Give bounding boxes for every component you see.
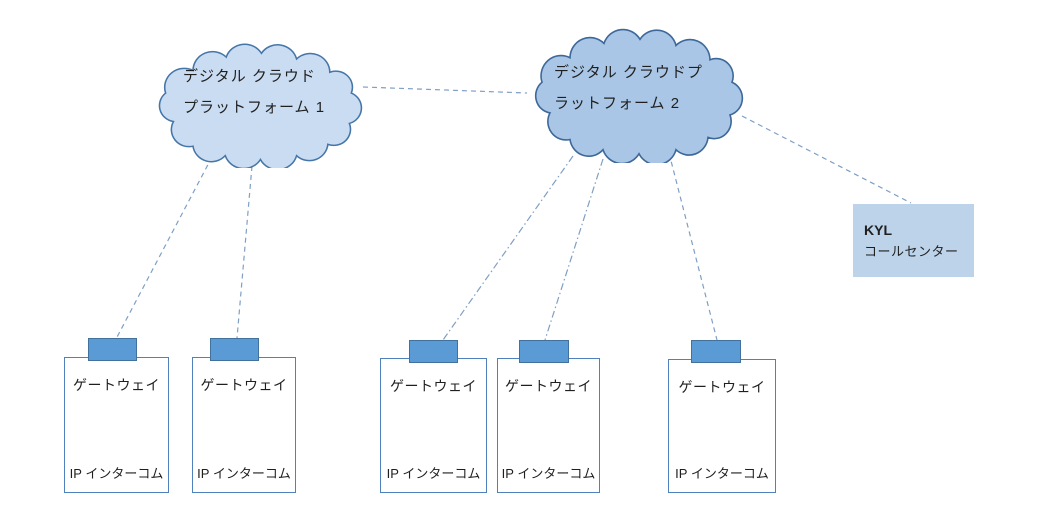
cloud-icon <box>534 28 744 163</box>
gateway-device: IP インターコム <box>197 466 291 481</box>
gateway-4-box: ゲートウェイ IP インターコム <box>497 358 600 493</box>
gateway-2-port-tab <box>210 338 259 361</box>
cloud-platform-2: デジタル クラウドプ ラットフォーム 2 <box>526 25 746 163</box>
cloud-platform-1-label: デジタル クラウド プラットフォーム 1 <box>183 61 325 123</box>
cloud-platform-1: デジタル クラウド プラットフォーム 1 <box>150 40 365 168</box>
gateway-device: IP インターコム <box>69 466 164 481</box>
call-center-name: KYL <box>864 222 892 238</box>
gateway-1: ゲートウェイ IP インターコム <box>64 338 169 493</box>
gateway-5-port-tab <box>691 340 741 363</box>
gateway-device: IP インターコム <box>675 466 769 481</box>
gateway-5: ゲートウェイ IP インターコム <box>668 340 776 493</box>
connector-cloud1-cloud2 <box>362 86 528 94</box>
gateway-title: ゲートウェイ <box>390 378 477 394</box>
cloud-platform-2-line2: ラットフォーム 2 <box>554 95 681 112</box>
gateway-1-box: ゲートウェイ IP インターコム <box>64 357 169 493</box>
gateway-title: ゲートウェイ <box>678 379 766 395</box>
connector-cloud2-gateway3 <box>442 155 574 341</box>
cloud-platform-1-line2: プラットフォーム 1 <box>183 99 326 116</box>
gateway-2: ゲートウェイ IP インターコム <box>192 338 296 493</box>
cloud-platform-2-line1: デジタル クラウドプ <box>554 64 703 81</box>
gateway-3-box: ゲートウェイ IP インターコム <box>380 358 487 493</box>
connector-cloud1-gateway1 <box>115 156 213 340</box>
connector-cloud2-gateway5 <box>668 152 718 341</box>
connector-cloud2-gateway4 <box>544 158 604 341</box>
cloud-platform-1-line1: デジタル クラウド <box>183 68 316 85</box>
connector-cloud2-callcenter <box>741 115 912 204</box>
gateway-device: IP インターコム <box>501 466 596 481</box>
gateway-1-port-tab <box>88 338 137 361</box>
gateway-title: ゲートウェイ <box>505 378 592 394</box>
call-center-label: コールセンター <box>864 244 959 259</box>
gateway-4: ゲートウェイ IP インターコム <box>497 340 600 493</box>
gateway-title: ゲートウェイ <box>200 377 288 393</box>
cloud-platform-2-label: デジタル クラウドプ ラットフォーム 2 <box>554 57 703 119</box>
gateway-device: IP インターコム <box>386 466 481 481</box>
kyl-call-center-box: KYL コールセンター <box>853 204 974 277</box>
gateway-2-box: ゲートウェイ IP インターコム <box>192 357 296 493</box>
gateway-4-port-tab <box>519 340 569 363</box>
gateway-3-port-tab <box>409 340 458 363</box>
gateway-5-box: ゲートウェイ IP インターコム <box>668 359 776 493</box>
gateway-3: ゲートウェイ IP インターコム <box>380 340 487 493</box>
gateway-title: ゲートウェイ <box>73 377 160 393</box>
cloud-icon <box>158 43 363 168</box>
connector-cloud1-gateway2 <box>236 165 253 339</box>
